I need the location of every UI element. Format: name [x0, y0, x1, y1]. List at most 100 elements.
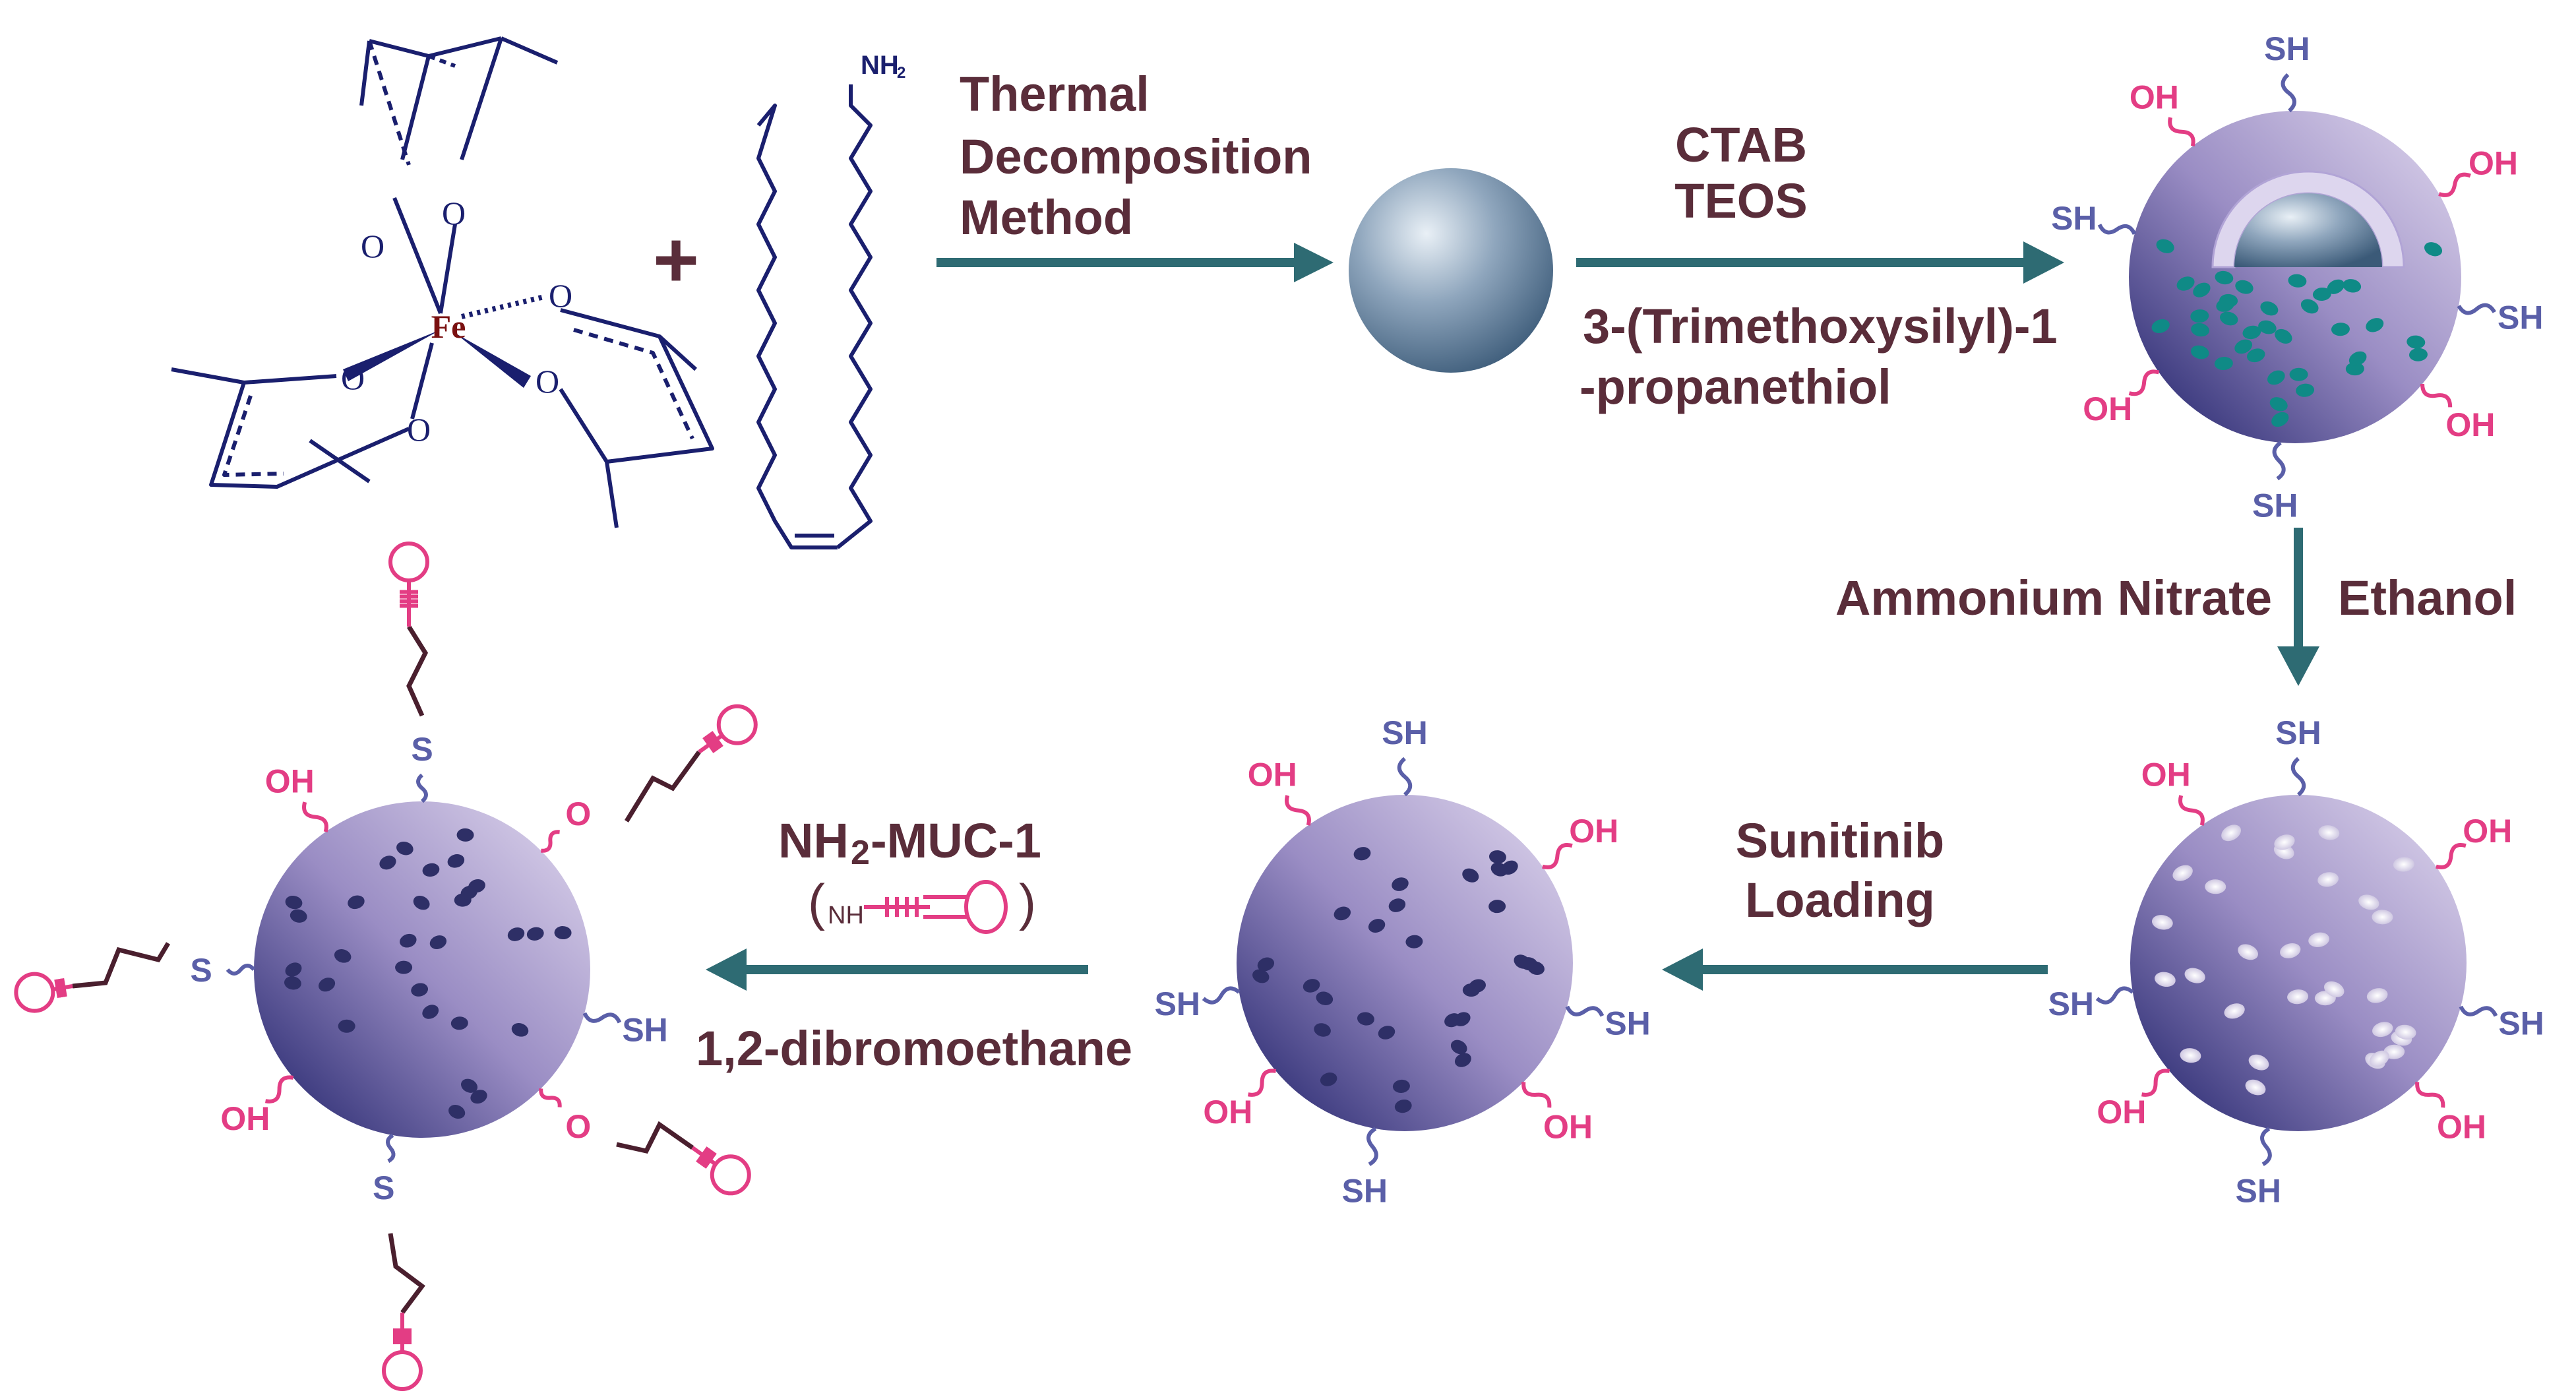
hydroxyl-label: OH: [2463, 813, 2512, 850]
pore: [2221, 824, 2241, 842]
pore: [319, 978, 336, 992]
svg-text:): ): [1019, 873, 1036, 931]
pore: [2258, 320, 2277, 334]
mesoporous-particle: [2130, 795, 2467, 1131]
pore: [1378, 1026, 1395, 1040]
pore: [1527, 961, 1545, 976]
svg-text:TEOS: TEOS: [1674, 173, 1807, 228]
pore: [1334, 906, 1351, 921]
pore: [1392, 877, 1409, 891]
pore: [1257, 957, 1275, 972]
pore: [334, 949, 352, 963]
pore: [285, 895, 303, 910]
oxygen-label: O: [407, 411, 431, 448]
pore: [2343, 279, 2362, 293]
step-ctab-teos: CTAB TEOS: [1674, 117, 1807, 228]
aptamer-icon: [864, 880, 1008, 934]
pore: [411, 983, 429, 997]
pore: [2280, 943, 2301, 958]
oxygen-label: O: [341, 359, 365, 396]
svg-text:NH: NH: [778, 813, 849, 868]
step-dibromoethane: 1,2-dibromoethane: [696, 1021, 1132, 1076]
pore: [290, 909, 307, 923]
step-ammonium-nitrate: Ammonium Nitrate: [1835, 571, 2272, 625]
svg-text:2: 2: [897, 64, 905, 82]
pore: [2407, 335, 2426, 349]
aptamer-icon: [691, 1146, 751, 1196]
pore: [2224, 1003, 2245, 1019]
arrow-right: [1576, 241, 2064, 284]
pore: [2176, 276, 2195, 291]
thiol-label: SH: [1341, 1173, 1387, 1210]
pore: [2156, 239, 2174, 253]
pore: [338, 1019, 355, 1033]
pore: [2220, 311, 2238, 326]
step-muc1-conjugation: NH 2 -MUC-1 ( NH ): [778, 813, 1041, 934]
pore: [1316, 991, 1334, 1005]
pore: [2287, 989, 2309, 1005]
pore: [456, 828, 474, 842]
pore: [2312, 287, 2331, 301]
pore: [2289, 367, 2308, 381]
pore: [1444, 1013, 1461, 1028]
pore: [2260, 301, 2279, 316]
arrow-down: [2277, 528, 2319, 686]
pore: [2366, 988, 2388, 1003]
pore: [2245, 1079, 2266, 1096]
pore: [429, 935, 447, 949]
pore: [2296, 383, 2315, 397]
pore: [2190, 309, 2209, 323]
pore: [2288, 274, 2307, 288]
aptamer-functionalized-particle: [254, 801, 590, 1138]
pore: [2151, 915, 2173, 930]
iron-label: Fe: [431, 308, 466, 345]
pore: [1394, 1099, 1412, 1113]
svg-text:CTAB: CTAB: [1675, 117, 1807, 172]
pore: [1454, 1053, 1471, 1067]
pore: [284, 976, 301, 990]
pore: [2267, 370, 2285, 385]
pore: [461, 1078, 478, 1093]
pore: [2366, 318, 2384, 332]
hydroxyl-label: OH: [2083, 390, 2132, 427]
hydroxyl-label: OH: [2469, 145, 2518, 182]
pore: [2327, 279, 2345, 294]
pore: [1320, 1073, 1337, 1086]
pore: [470, 1090, 487, 1104]
pore: [511, 1023, 529, 1037]
pore: [2215, 270, 2234, 285]
oxygen-label: O: [536, 363, 559, 400]
thiol-label: SH: [622, 1012, 667, 1049]
pore: [447, 854, 465, 868]
pore: [1462, 868, 1479, 883]
hydroxyl-label: OH: [1203, 1094, 1252, 1131]
pore: [2191, 323, 2209, 337]
step-ethanol: Ethanol: [2338, 571, 2517, 625]
svg-text:-MUC-1: -MUC-1: [871, 813, 1041, 868]
pore: [285, 962, 302, 977]
hydroxyl-label: OH: [2130, 79, 2179, 116]
arrow-right: [936, 243, 1334, 282]
pore: [2275, 328, 2292, 344]
pore: [1388, 898, 1406, 912]
svg-text:3-(Trimethoxysilyl)-1: 3-(Trimethoxysilyl)-1: [1583, 299, 2058, 354]
pore: [2358, 894, 2379, 910]
pore: [2369, 1050, 2389, 1067]
pore: [379, 855, 396, 870]
pore: [2424, 242, 2443, 257]
pore: [2238, 944, 2258, 960]
pore: [1252, 969, 1270, 983]
pore: [396, 841, 414, 855]
pore: [507, 927, 525, 941]
svg-text:Loading: Loading: [1745, 873, 1935, 927]
core-shell-particle: [2129, 111, 2461, 443]
pore: [2184, 968, 2205, 983]
pore: [2372, 910, 2393, 925]
pore: [1353, 847, 1371, 861]
oxygen-linker-label: O: [565, 1108, 591, 1145]
svg-text:Sunitinib: Sunitinib: [1736, 813, 1945, 868]
sulfur-label: S: [190, 952, 212, 989]
